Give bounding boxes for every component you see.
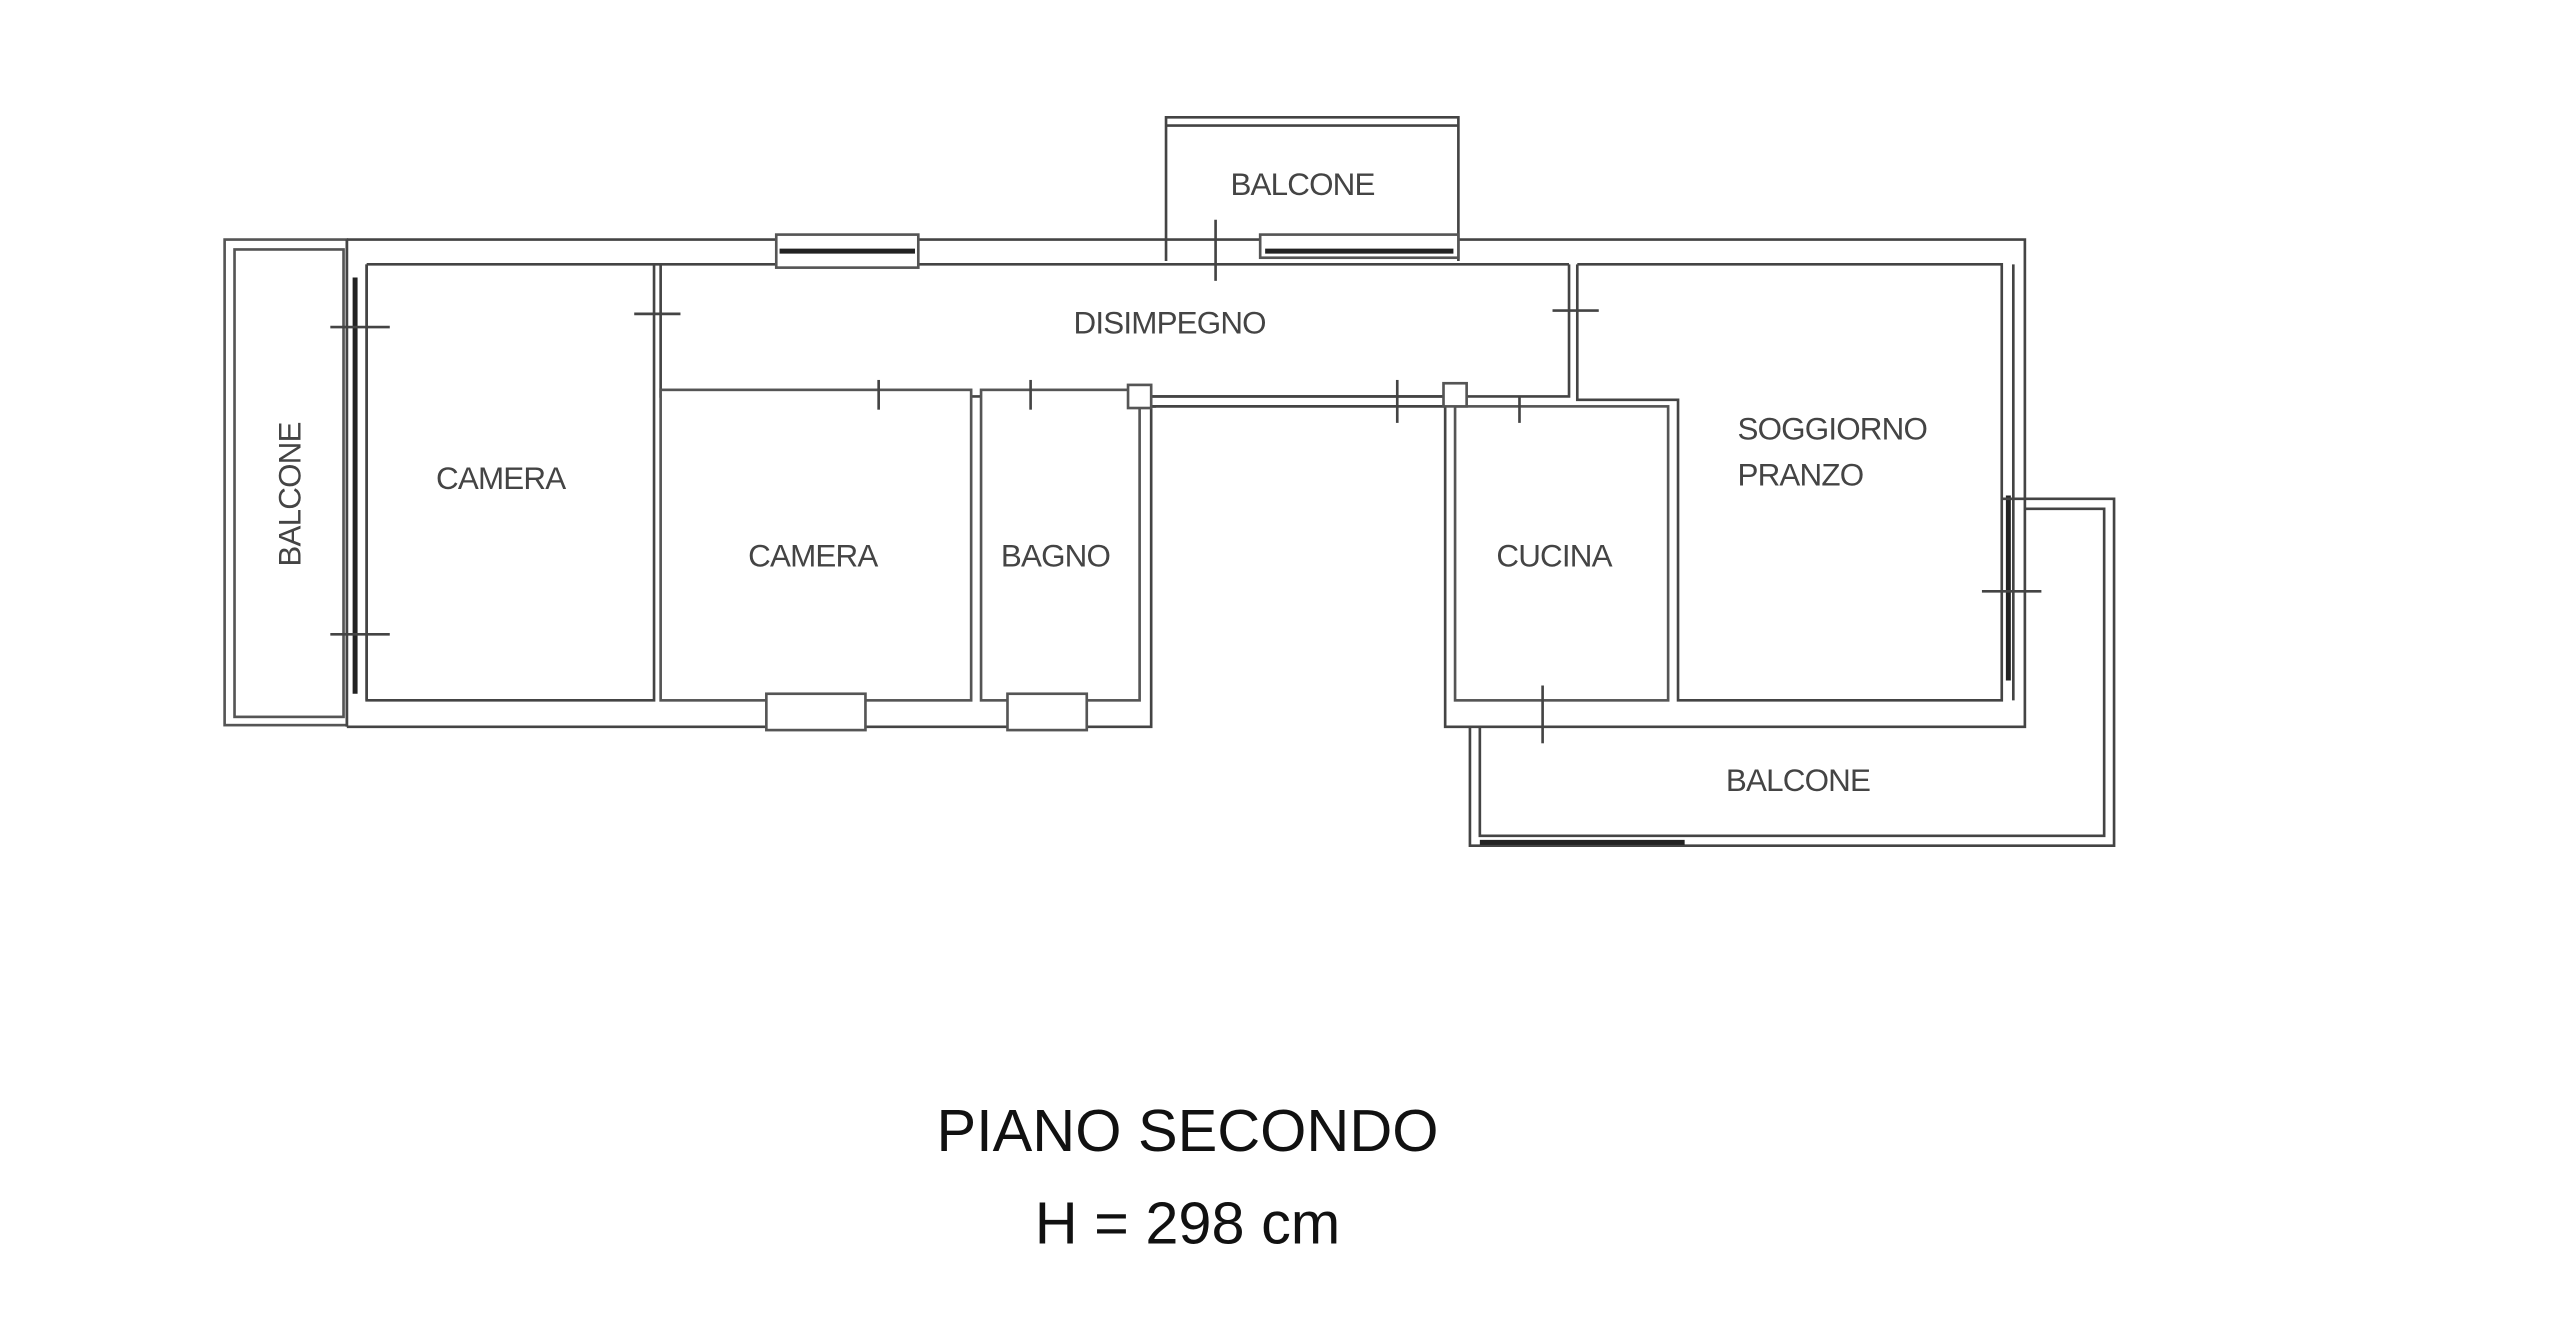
room-label-balcone-left: BALCONE bbox=[273, 422, 308, 566]
balcony-top bbox=[1164, 116, 1460, 262]
room-label-disimpegno: DISIMPEGNO bbox=[1074, 306, 1266, 341]
room-label-pranzo: PRANZO bbox=[1737, 458, 1863, 493]
room-label-balcone-top: BALCONE bbox=[1230, 167, 1374, 202]
room-label-camera-1: CAMERA bbox=[436, 461, 566, 496]
floor-title: PIANO SECONDO bbox=[937, 1097, 1439, 1164]
doors bbox=[330, 219, 2042, 744]
floor-height: H = 298 cm bbox=[1035, 1190, 1341, 1257]
room-label-balcone-bottom: BALCONE bbox=[1726, 763, 1870, 798]
balcony-bottom bbox=[1468, 497, 2116, 848]
balcony-left bbox=[223, 238, 349, 727]
room-label-bagno: BAGNO bbox=[1001, 539, 1110, 574]
windows bbox=[352, 233, 2011, 732]
room-label-camera-2: CAMERA bbox=[748, 539, 878, 574]
room-label-cucina: CUCINA bbox=[1496, 539, 1612, 574]
room-label-soggiorno: SOGGIORNO bbox=[1737, 411, 1927, 446]
